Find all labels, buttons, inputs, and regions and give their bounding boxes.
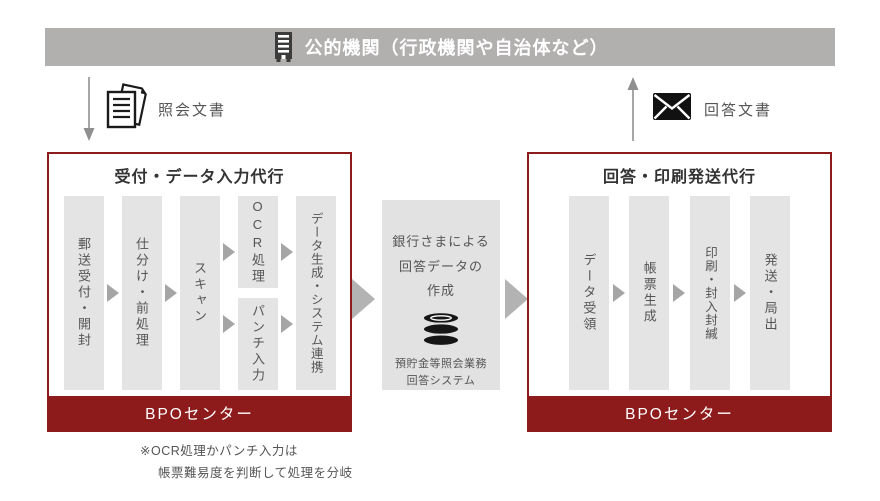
- step-scan: スキャン: [179, 196, 220, 390]
- flow-arrow-icon: [106, 284, 119, 302]
- flow-arrow-icon: [222, 243, 235, 261]
- reply-documents-label: 回答文書: [704, 102, 773, 119]
- flow-arrow-icon: [612, 284, 625, 302]
- step-label: 郵送受付・開封: [76, 237, 91, 349]
- flow-arrow-icon: [505, 279, 528, 319]
- banner-title: 公的機関（行政機関や自治体など）: [304, 38, 609, 58]
- step-label: OCR処理: [250, 199, 265, 285]
- branch-column: OCR処理 パンチ入力: [237, 196, 278, 390]
- step-label: 仕分け・前処理: [134, 237, 149, 349]
- flow-arrow-icon: [673, 284, 686, 302]
- response-panel-title: 回答・印刷発送代行: [602, 169, 756, 186]
- up-arrow-icon: [627, 77, 639, 141]
- inquiry-documents-icon: [106, 83, 147, 129]
- step-print-sealing: 印刷・封入封緘: [689, 196, 730, 390]
- step-sorting: 仕分け・前処理: [121, 196, 162, 390]
- step-label: パンチ入力: [250, 304, 265, 384]
- reception-panel-steps: 郵送受付・開封 仕分け・前処理 スキャン OCR処理: [49, 196, 350, 396]
- flow-arrow-icon: [280, 243, 293, 261]
- bank-response-box: 銀行さまによる 回答データの 作成 預貯金等照会業務 回答システム: [382, 200, 500, 390]
- step-label: スキャン: [192, 261, 207, 325]
- public-agency-banner: 公的機関（行政機関や自治体など）: [45, 28, 835, 66]
- database-icon: [422, 312, 460, 347]
- flow-arrow-icon: [733, 284, 746, 302]
- down-arrow-icon: [83, 77, 95, 141]
- step-data-generation: データ生成・システム連携: [295, 196, 336, 390]
- reply-envelope-icon: [653, 93, 691, 120]
- flow-arrow-icon: [280, 315, 293, 333]
- bank-response-line: 作成: [426, 283, 455, 299]
- reception-panel-title: 受付・データ入力代行: [114, 169, 285, 186]
- step-label: 帳票生成: [641, 261, 657, 325]
- response-panel-steps: データ受領 帳票生成 印刷・封入封緘 発送・局出: [529, 196, 830, 396]
- step-shipping: 発送・局出: [750, 196, 790, 390]
- flow-arrow-icon: [222, 315, 235, 333]
- inquiry-documents-label: 照会文書: [158, 102, 227, 119]
- system-name: 預貯金等照会業務 回答システム: [395, 357, 487, 387]
- step-mail-reception: 郵送受付・開封: [63, 196, 104, 390]
- reception-panel: 受付・データ入力代行 郵送受付・開封 仕分け・前処理 スキャン: [47, 152, 352, 432]
- footnote: ※OCR処理かパンチ入力は 帳票難易度を判断して処理を分岐: [140, 441, 353, 485]
- step-label: データ受領: [581, 253, 597, 333]
- flow-arrow-icon: [164, 284, 177, 302]
- flow-arrow-icon: [352, 279, 375, 319]
- footnote-line2: 帳票難易度を判断して処理を分岐: [158, 465, 353, 480]
- bpo-center-bar-right: BPOセンター: [529, 396, 830, 430]
- footnote-line1: ※OCR処理かパンチ入力は: [140, 444, 298, 458]
- step-form-generation: 帳票生成: [629, 196, 670, 390]
- bank-response-line: 銀行さまによる: [392, 234, 490, 249]
- building-icon: [274, 32, 292, 62]
- step-data-receipt: データ受領: [569, 196, 609, 390]
- step-punch-input: パンチ入力: [237, 298, 278, 390]
- step-label: 発送・局出: [762, 253, 778, 333]
- bpo-center-bar-left: BPOセンター: [49, 396, 350, 430]
- step-label: 印刷・封入封緘: [702, 245, 717, 341]
- step-ocr: OCR処理: [237, 196, 278, 288]
- bank-response-line: 回答データの: [398, 258, 483, 274]
- step-label: データ生成・システム連携: [308, 212, 323, 374]
- response-panel: 回答・印刷発送代行 データ受領 帳票生成 印刷・封入封緘 発送・局出: [527, 152, 832, 432]
